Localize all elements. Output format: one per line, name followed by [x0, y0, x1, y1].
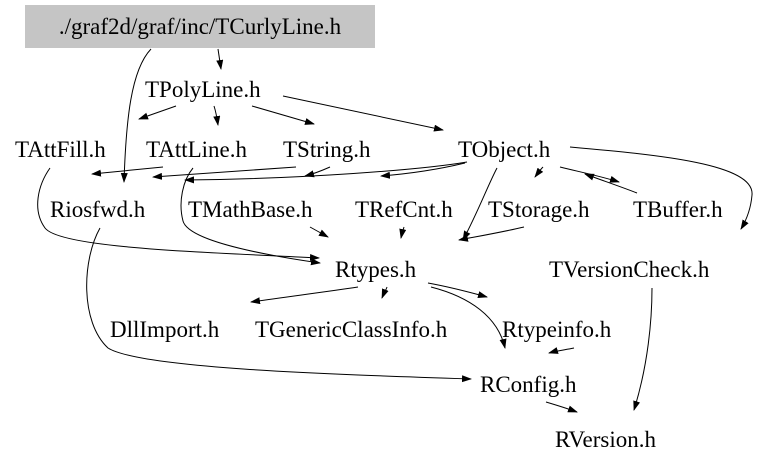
node-tgenericclassinfo[interactable]: TGenericClassInfo.h [255, 317, 448, 342]
node-tattline[interactable]: TAttLine.h [146, 137, 247, 162]
edge-tstring-riosfwd [152, 166, 297, 180]
node-tcurlyline-root: ./graf2d/graf/inc/TCurlyLine.h [25, 5, 375, 48]
edge-riosfwd-rconfig [86, 227, 472, 383]
edge-tpolyline-tobject [282, 95, 444, 132]
edge-rconfig-rversion [545, 401, 578, 413]
node-dllimport[interactable]: DllImport.h [110, 317, 220, 342]
node-tpolyline[interactable]: TPolyLine.h [145, 77, 261, 102]
node-tmathbase[interactable]: TMathBase.h [188, 197, 313, 222]
node-trefcnt[interactable]: TRefCnt.h [355, 197, 453, 222]
edge-tstring-tmathbase [304, 166, 331, 178]
edge-rtypes-rtypeinfo [427, 282, 488, 298]
edge-tbuffer-tobject [584, 173, 638, 194]
edge-rtypes-rconfig [430, 286, 507, 349]
node-tstorage[interactable]: TStorage.h [488, 197, 590, 222]
edge-rtypes-tgenericclassinfo [381, 286, 389, 299]
edge-tobject-rtypes [462, 167, 498, 241]
edge-tattline-rtypes [180, 167, 321, 266]
edge-tpolyline-tattfill [138, 105, 177, 120]
node-tbuffer[interactable]: TBuffer.h [633, 197, 723, 222]
edge-tcurlyline-tpolyline [216, 48, 224, 70]
edge-tmathbase-rtypes [309, 226, 329, 238]
node-tattfill[interactable]: TAttFill.h [15, 137, 106, 162]
node-tstring[interactable]: TString.h [283, 137, 371, 162]
edge-rtypeinfo-rconfig [548, 347, 575, 354]
edge-tobject-tversioncheck [569, 146, 753, 230]
edge-tpolyline-tstring [251, 105, 315, 125]
edge-tattline-riosfwd [91, 166, 164, 177]
edge-tstorage-rtypes [458, 226, 525, 242]
edge-tobject-riosfwd [184, 161, 468, 184]
edge-trefcnt-rtypes [399, 226, 407, 239]
node-rversion[interactable]: RVersion.h [555, 427, 657, 452]
edge-tobject-tbuffer [559, 166, 620, 183]
node-tobject[interactable]: TObject.h [458, 137, 551, 162]
node-rtypes[interactable]: Rtypes.h [335, 257, 417, 282]
edge-tversioncheck-rversion [633, 287, 653, 411]
edge-tattfill-rtypes [37, 167, 320, 262]
edge-tpolyline-tattline [213, 105, 221, 126]
node-tversioncheck[interactable]: TVersionCheck.h [549, 257, 710, 282]
edge-tcurlyline-riosfwd [120, 48, 152, 183]
node-rconfig[interactable]: RConfig.h [480, 372, 577, 397]
node-rtypeinfo[interactable]: Rtypeinfo.h [502, 317, 612, 342]
edge-rtypes-dllimport [250, 286, 359, 305]
edge-tobject-trefcnt [380, 162, 466, 179]
edge-tobject-tstorage [534, 166, 544, 178]
node-riosfwd[interactable]: Riosfwd.h [50, 197, 146, 222]
